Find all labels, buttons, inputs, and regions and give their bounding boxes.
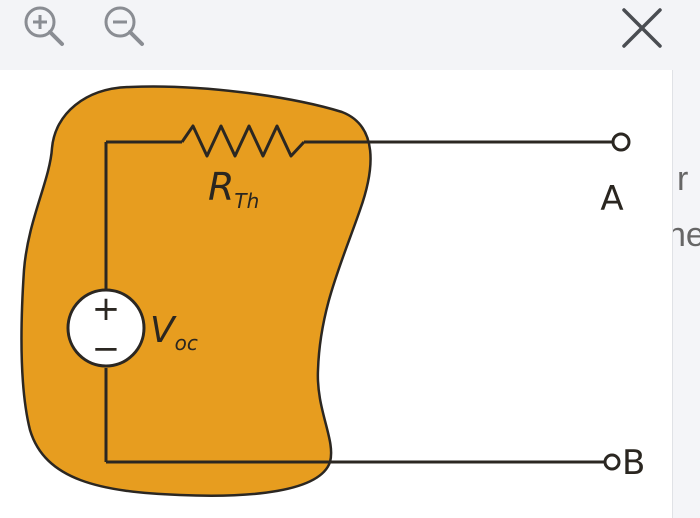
- image-content-area: + − RTh Voc A B: [0, 70, 672, 518]
- zoom-out-button[interactable]: [98, 2, 152, 56]
- close-icon: [622, 8, 662, 48]
- zoom-in-icon: [24, 6, 64, 46]
- resistor-label-subscript: Th: [234, 189, 259, 213]
- background-text-fragment-2: ne: [673, 218, 700, 252]
- background-text-fragment-1: r: [677, 160, 689, 198]
- source-label: Voc: [150, 310, 198, 355]
- thevenin-circuit-diagram: + − RTh Voc A B: [20, 85, 645, 497]
- source-plus-sign: +: [92, 289, 121, 329]
- terminal-a-node: [611, 132, 631, 152]
- source-label-main: V: [150, 310, 177, 351]
- terminal-b-node: [603, 453, 621, 471]
- voltage-source-voc: [66, 288, 146, 368]
- resistor-label: RTh: [208, 165, 259, 213]
- thevenin-equivalent-region: [20, 85, 372, 497]
- terminal-b-label: B: [622, 443, 645, 483]
- viewer-toolbar: [0, 0, 700, 71]
- background-page-edge: r ne: [672, 70, 700, 518]
- terminal-a-label: A: [600, 179, 623, 219]
- zoom-in-button[interactable]: [18, 2, 72, 56]
- resistor-rth: [180, 124, 306, 158]
- source-minus-sign: −: [92, 329, 121, 369]
- close-button[interactable]: [614, 0, 670, 56]
- zoom-out-icon: [104, 6, 144, 46]
- source-label-subscript: oc: [175, 331, 198, 355]
- resistor-label-main: R: [208, 165, 234, 209]
